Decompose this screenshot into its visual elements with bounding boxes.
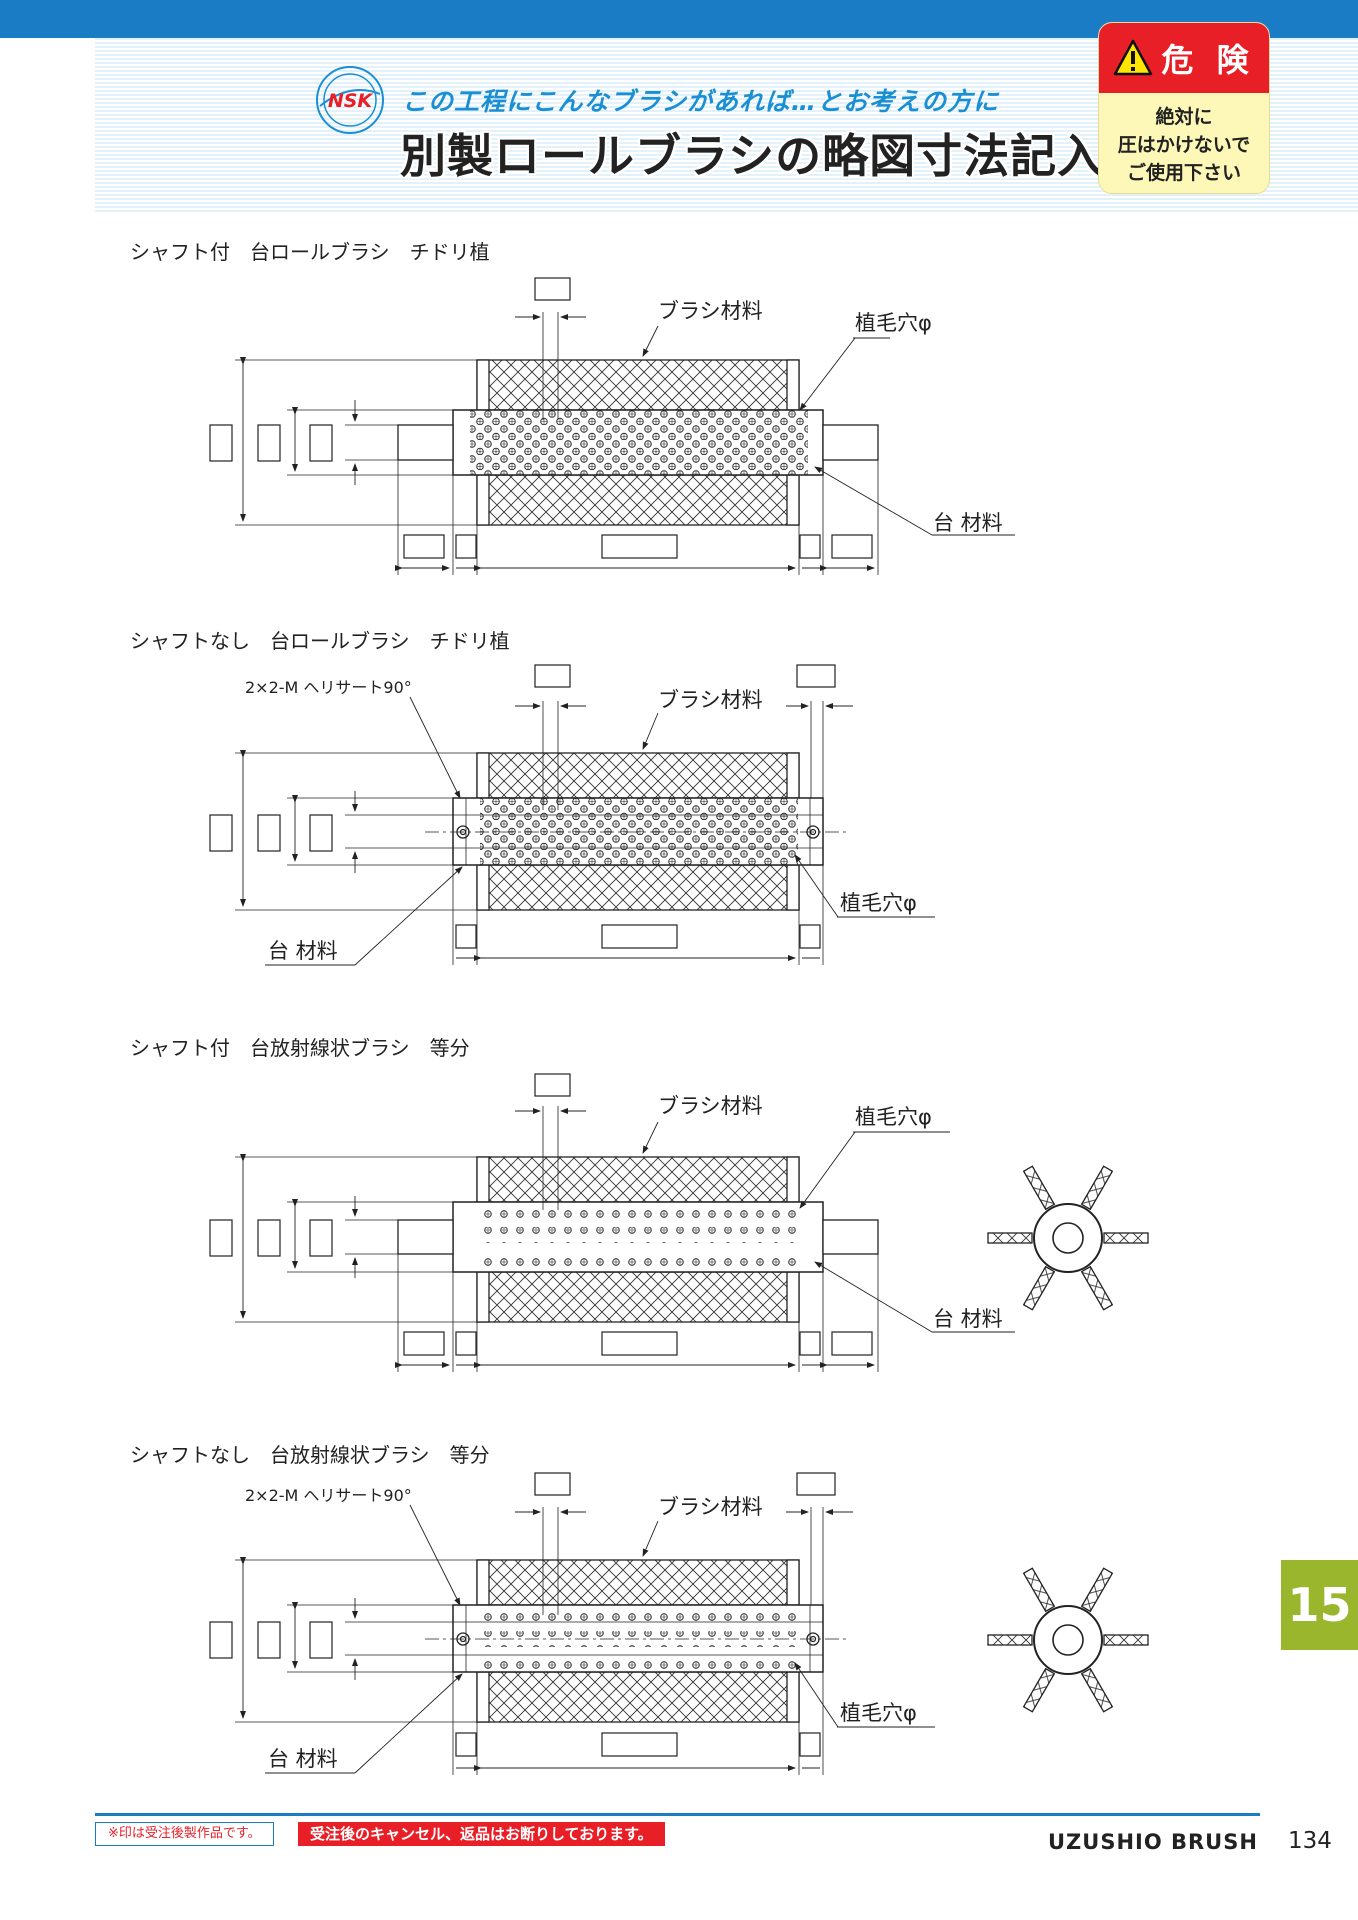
footer-divider <box>95 1813 1260 1816</box>
page-number: 134 <box>1288 1828 1332 1854</box>
brush-material-label: ブラシ材料 <box>658 1495 763 1519</box>
danger-line: ご使用下さい <box>1126 162 1241 184</box>
radial-end-view <box>987 1567 1149 1713</box>
page-title: 別製ロールブラシの略図寸法記入欄 <box>400 129 1152 183</box>
danger-line: 圧はかけないで <box>1117 134 1251 156</box>
chapter-tab: 15 <box>1281 1560 1358 1650</box>
danger-message: 絶対に 圧はかけないで ご使用下さい <box>1099 93 1269 187</box>
diagram-shaft-radial-equal: ブラシ材料 植毛穴φ 台 材料 <box>209 1073 1149 1372</box>
nsk-logo-icon: NSK <box>316 66 384 134</box>
helisert-label: 2×2-M ヘリサート90° <box>245 1486 412 1505</box>
no-cancel-note: 受注後のキャンセル、返品はお断りしております。 <box>298 1822 665 1846</box>
base-material-label: 台 材料 <box>268 1747 338 1771</box>
danger-line: 絶対に <box>1155 106 1213 128</box>
brush-material-label: ブラシ材料 <box>658 299 763 323</box>
base-material-label: 台 材料 <box>933 511 1003 535</box>
danger-label: 危 険 <box>1161 41 1255 79</box>
hole-diameter-label: 植毛穴φ <box>840 891 917 915</box>
danger-header: 危 険 <box>1099 23 1269 93</box>
brush-material-label: ブラシ材料 <box>658 688 763 712</box>
page-subtitle: この工程にこんなブラシがあれば…とお考えの方に <box>402 87 1000 116</box>
brush-material-label: ブラシ材料 <box>658 1094 763 1118</box>
helisert-label: 2×2-M ヘリサート90° <box>245 678 412 697</box>
base-material-label: 台 材料 <box>268 939 338 963</box>
company-name: UZUSHIO BRUSH <box>1048 1830 1258 1854</box>
section-title: シャフトなし 台放射線状ブラシ 等分 <box>130 1443 490 1467</box>
radial-end-view <box>987 1165 1149 1311</box>
warning-triangle-icon <box>1114 39 1153 76</box>
made-to-order-note: ※印は受注後製作品です。 <box>95 1822 274 1846</box>
section-title: シャフトなし 台ロールブラシ チドリ植 <box>130 629 510 653</box>
diagram-noshaft-roll-staggered: 2×2-M ヘリサート90° ブラシ材料 植毛穴φ 台 材料 <box>209 664 935 966</box>
hole-diameter-label: 植毛穴φ <box>840 1701 917 1725</box>
danger-warning-box: 危 険 絶対に 圧はかけないで ご使用下さい <box>1098 22 1270 194</box>
diagram-shaft-roll-staggered: ブラシ材料 植毛穴φ 台 材料 <box>209 277 1015 575</box>
section-title: シャフト付 台ロールブラシ チドリ植 <box>130 240 490 264</box>
hole-diameter-label: 植毛穴φ <box>855 1105 932 1129</box>
logo-text: NSK <box>328 90 374 112</box>
base-material-label: 台 材料 <box>933 1307 1003 1331</box>
diagram-noshaft-radial-equal: 2×2-M ヘリサート90° ブラシ材料 植毛穴φ 台 材料 <box>209 1472 1149 1775</box>
section-title: シャフト付 台放射線状ブラシ 等分 <box>130 1036 470 1060</box>
hole-diameter-label: 植毛穴φ <box>855 311 932 335</box>
